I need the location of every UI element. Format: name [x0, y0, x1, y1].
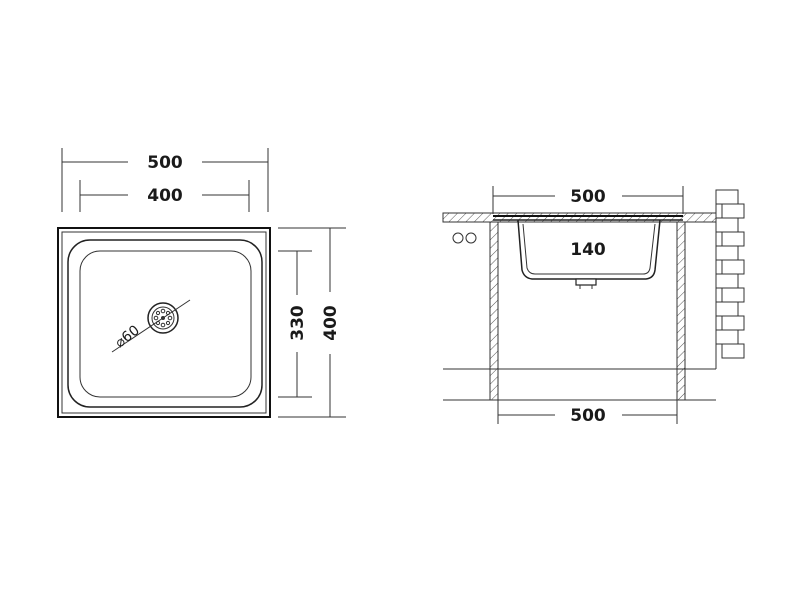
bowl-outline [67, 239, 263, 408]
drain-outlet [575, 278, 597, 286]
overall-width-label: 500 [147, 153, 183, 173]
top-view: 500 400 ⌀60 [57, 148, 346, 418]
side-view: 500 140 [442, 186, 745, 426]
overall-depth-label: 400 [321, 305, 341, 341]
cabinet-left-panel [489, 221, 499, 401]
bowl-depth-label: 330 [288, 305, 308, 341]
bowl-inner-outline [79, 250, 252, 398]
overall-depth-dimension: 400 [321, 228, 341, 417]
bowl-width-label: 400 [147, 186, 183, 206]
cabinet-right-panel [676, 221, 686, 401]
bowl-depth-dimension: 330 [288, 251, 308, 397]
sink-rim [61, 231, 267, 414]
top-width-label: 500 [570, 187, 606, 207]
sink-outline [57, 227, 271, 418]
wall-sockets [452, 232, 477, 244]
top-width-dimension: 500 [492, 186, 684, 214]
drain-diameter-label: ⌀60 [112, 322, 143, 351]
overall-width-dimension: 500 [62, 153, 268, 173]
cabinet-width-label: 500 [570, 406, 606, 426]
bowl-depth-label-side: 140 [570, 240, 606, 260]
cabinet-width-dimension: 500 [497, 400, 678, 426]
wall-bricks [715, 189, 745, 369]
bowl-width-dimension: 400 [80, 186, 249, 206]
drain [147, 302, 179, 334]
